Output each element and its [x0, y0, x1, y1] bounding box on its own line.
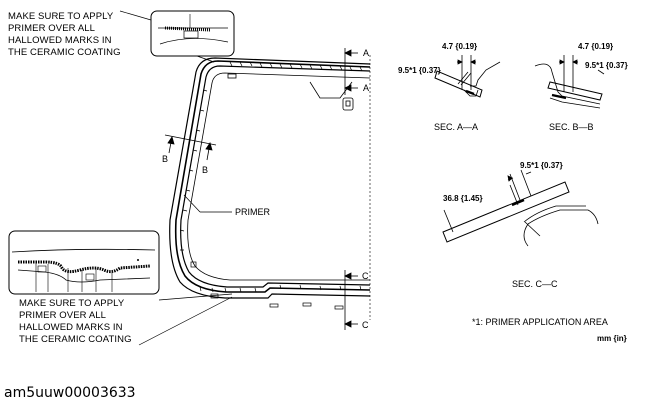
- ceramic-inner-edge: [187, 72, 371, 281]
- cut-marker-a: [344, 48, 358, 95]
- windshield-outer-edge: [169, 57, 371, 299]
- primer-label: PRIMER: [235, 207, 271, 217]
- dim-c-top: 9.5*1 {0.37}: [520, 161, 563, 170]
- primer-band-inner: [180, 65, 371, 288]
- callout-top-line: HALLOWED MARKS IN: [8, 35, 112, 46]
- callout-bottom-line: THE CERAMIC COATING: [19, 334, 132, 345]
- callout-top-line: MAKE SURE TO APPLY: [8, 11, 114, 22]
- cut-marker-b: [164, 134, 217, 161]
- callout-top-text: MAKE SURE TO APPLY PRIMER OVER ALL HALLO…: [8, 11, 121, 59]
- mirror-mount: [227, 73, 354, 111]
- callout-bottom-line: HALLOWED MARKS IN: [19, 322, 123, 333]
- cut-label-c-top: C: [362, 271, 369, 281]
- dim-a-side: 9.5*1 {0.37}: [398, 66, 441, 75]
- dim-b-side: 9.5*1 {0.37}: [585, 61, 628, 70]
- section-a-drawing: [434, 55, 501, 98]
- bottom-detail-box: [8, 230, 233, 346]
- sec-b-label: SEC. B—B: [549, 122, 594, 132]
- top-detail-box: [119, 10, 235, 63]
- windshield: [169, 57, 371, 299]
- cut-label-a-bottom: A: [363, 83, 369, 93]
- cut-marker-c: [344, 270, 358, 330]
- cut-label-b-right: B: [202, 165, 208, 175]
- primer-hatching: [179, 61, 363, 293]
- cut-label-c-bottom: C: [362, 320, 369, 330]
- callout-top-line: PRIMER OVER ALL: [8, 23, 96, 34]
- sec-c-label: SEC. C—C: [512, 279, 558, 289]
- dim-b-top: 4.7 {0.19}: [578, 42, 613, 51]
- primer-band-outer: [174, 60, 371, 293]
- section-b-drawing: [534, 55, 605, 109]
- callout-top-line: THE CERAMIC COATING: [8, 47, 121, 58]
- callout-bottom-text: MAKE SURE TO APPLY PRIMER OVER ALL HALLO…: [19, 298, 132, 346]
- cut-label-b-left: B: [162, 154, 168, 164]
- callout-bottom-line: MAKE SURE TO APPLY: [19, 298, 125, 309]
- section-c-drawing: [442, 169, 599, 247]
- figure-id: am5uuw00003633: [4, 385, 136, 401]
- dim-a-top: 4.7 {0.19}: [442, 42, 477, 51]
- dim-c-left: 36.8 {1.45}: [443, 194, 483, 203]
- cut-label-a-top: A: [363, 48, 369, 58]
- footnote: *1: PRIMER APPLICATION AREA: [472, 317, 608, 327]
- callout-bottom-line: PRIMER OVER ALL: [19, 310, 107, 321]
- sec-a-label: SEC. A—A: [434, 122, 478, 132]
- primer-leader: [183, 194, 201, 213]
- units-label: mm {in}: [597, 334, 627, 343]
